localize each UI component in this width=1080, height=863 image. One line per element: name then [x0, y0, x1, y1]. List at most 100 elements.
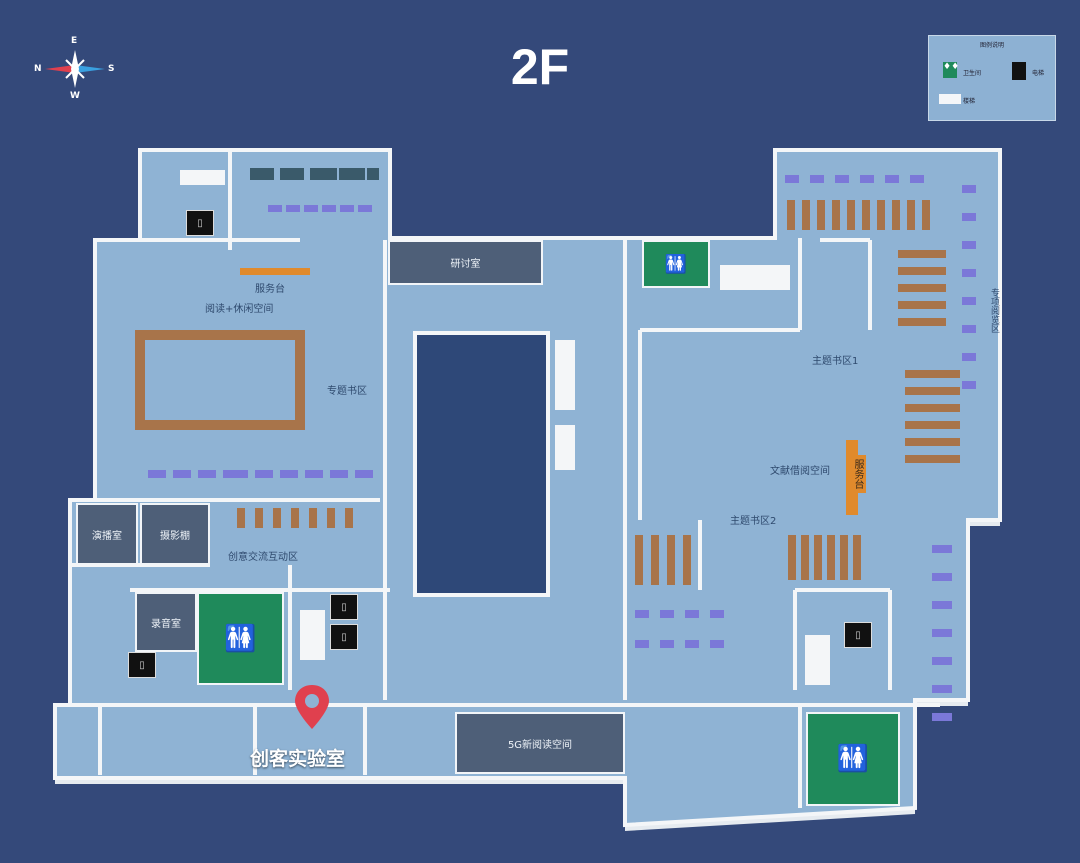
maker-lab-label[interactable]: 创客实验室: [250, 748, 346, 770]
bookshelf: [814, 535, 822, 580]
bookshelf: [877, 200, 885, 230]
reading-table: [962, 353, 976, 361]
reading-table: [330, 470, 348, 478]
bookshelf: [905, 370, 960, 378]
bookshelf: [327, 508, 335, 528]
compass: E N S W: [30, 36, 120, 102]
restroom-bottom-right: 🚻: [806, 712, 900, 806]
bookshelf: [817, 200, 825, 230]
reading-table: [932, 573, 952, 581]
bookshelf: [898, 284, 946, 292]
restroom-icon: 🚻: [836, 744, 870, 774]
bookshelf: [898, 318, 946, 326]
central-atrium: [413, 331, 550, 597]
restroom-icon: 🚻: [664, 253, 688, 275]
bookshelf: [922, 200, 930, 230]
reading-table: [198, 470, 216, 478]
legend-label: 卫生间: [963, 70, 982, 77]
sofa: [250, 168, 274, 180]
reading-table: [710, 640, 724, 648]
reading-table: [932, 713, 952, 721]
reading-table: [835, 175, 849, 183]
bookshelf: [683, 535, 691, 585]
reading-table: [148, 470, 166, 478]
reading-table: [685, 640, 699, 648]
reading-table: [255, 470, 273, 478]
reading-table: [785, 175, 799, 183]
bookshelf: [905, 387, 960, 395]
stairs: [555, 340, 575, 410]
elevator-icon: [1012, 62, 1026, 80]
elevator-icon: ▯: [330, 594, 358, 620]
legend-title: 图例说明: [979, 42, 1004, 49]
bookshelf: [801, 535, 809, 580]
reading-table: [685, 610, 699, 618]
reading-table: [932, 601, 952, 609]
area-label-reading-leisure: 阅读+休闲空间: [205, 304, 274, 315]
bookshelf: [788, 535, 796, 580]
bookshelf: [787, 200, 795, 230]
area-label-service-desk: 服务台: [255, 284, 285, 295]
area-label-service-desk-right: 服务台: [849, 455, 866, 493]
bookshelf: [651, 535, 659, 585]
elevator-icon: ▯: [128, 652, 156, 678]
reading-table: [305, 470, 323, 478]
bookshelf: [295, 330, 305, 430]
recording-room-label: 录音室: [151, 618, 181, 630]
stairs: [555, 425, 575, 470]
new-reading-5g-room[interactable]: 5G新阅读空间: [455, 712, 625, 774]
reading-table: [322, 205, 336, 212]
reading-table: [173, 470, 191, 478]
recording-room[interactable]: 录音室: [135, 592, 197, 652]
area-label-special-books: 专题书区: [327, 386, 367, 397]
reading-table: [230, 470, 248, 478]
bookshelf: [667, 535, 675, 585]
elevator-icon: ▯: [186, 210, 214, 236]
compass-east: E: [71, 36, 78, 46]
elevator-icon: ▯: [844, 622, 872, 648]
reading-table: [286, 205, 300, 212]
compass-north: N: [34, 64, 42, 74]
photo-studio-room[interactable]: 摄影棚: [140, 503, 210, 565]
reading-table: [660, 640, 674, 648]
bookshelf: [635, 535, 643, 585]
walls: [60, 150, 940, 808]
studio-label: 演播室: [92, 530, 122, 542]
restroom-icon: 🚻: [224, 623, 257, 654]
area-label-special-reading: 专项阅览区: [989, 288, 999, 333]
compass-south: S: [108, 64, 115, 74]
bookshelf: [905, 455, 960, 463]
legend-label: 电梯: [1032, 70, 1045, 77]
area-label-theme-books-1: 主题书区1: [812, 356, 859, 367]
stairs-icon: [939, 94, 961, 104]
reading-table: [635, 610, 649, 618]
legend-label: 楼梯: [963, 98, 976, 105]
floor-title: 2F: [510, 39, 570, 95]
compass-west: W: [70, 91, 80, 101]
area-label-creative-exchange: 创意交流互动区: [228, 552, 298, 563]
stairs: [805, 635, 830, 685]
stairs: [720, 265, 790, 290]
restroom-top: 🚻: [642, 240, 710, 288]
seminar-room-label: 研讨室: [450, 259, 481, 270]
bookshelf: [832, 200, 840, 230]
compass-rose-icon: [45, 50, 105, 88]
bookshelf: [905, 404, 960, 412]
reading-table: [962, 325, 976, 333]
bookshelf: [905, 421, 960, 429]
reading-table: [962, 297, 976, 305]
reading-table: [962, 269, 976, 277]
seminar-room[interactable]: 研讨室: [388, 240, 543, 285]
reading-table: [932, 545, 952, 553]
bookshelf: [847, 200, 855, 230]
bookshelf: [237, 508, 245, 528]
bookshelf: [898, 250, 946, 258]
reading-table: [962, 381, 976, 389]
restroom-icon: ♦♦: [943, 62, 959, 78]
reading-table: [932, 685, 952, 693]
reading-table: [962, 241, 976, 249]
reading-table: [910, 175, 924, 183]
bookshelf: [898, 301, 946, 309]
studio-room[interactable]: 演播室: [76, 503, 138, 565]
